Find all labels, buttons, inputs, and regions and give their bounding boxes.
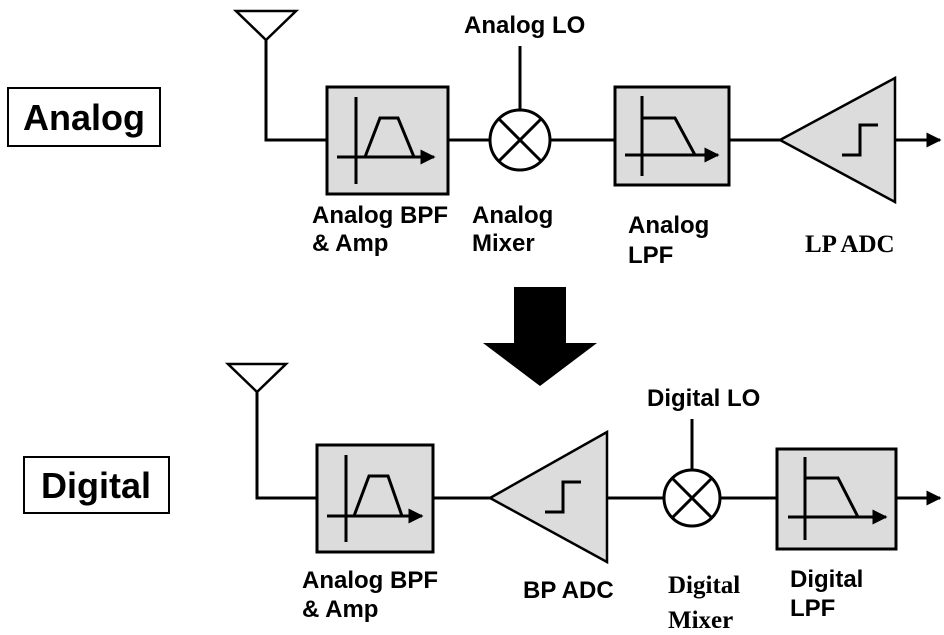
digital-chain: Digital Analog BPF & Amp BP ADC (23, 362, 942, 634)
digital-bp-adc-icon (487, 429, 609, 565)
analog-lpf-label-1: Analog (628, 212, 709, 239)
digital-mixer-icon (662, 468, 722, 528)
analog-lo-label: Analog LO (464, 12, 585, 39)
analog-lp-adc-icon (777, 75, 897, 205)
analog-antenna-icon (232, 9, 326, 142)
analog-chain: Analog Analog BPF & Amp Analog LO (7, 9, 942, 269)
digital-adc-label: BP ADC (523, 577, 614, 604)
analog-bpf-label-2: & Amp (312, 230, 388, 257)
digital-mode-box (23, 456, 170, 514)
digital-mode-label: Digital (23, 456, 170, 514)
analog-mixer-label-1: Analog (472, 202, 553, 229)
analog-mixer-label-2: Mixer (472, 230, 535, 257)
digital-mixer-label-1: Digital (668, 572, 740, 599)
analog-bpf-block (325, 85, 450, 196)
digital-mixer-label-2: Mixer (668, 607, 733, 634)
digital-bpf-block (315, 443, 435, 554)
analog-mixer-icon (488, 108, 552, 172)
digital-lpf-label-1: Digital (790, 566, 863, 593)
bandpass-filter-icon (337, 97, 436, 184)
digital-bpf-label-1: Analog BPF (302, 567, 438, 594)
analog-mode-box (7, 87, 161, 147)
analog-mode-label: Analog (7, 87, 161, 147)
digital-lpf-block (775, 447, 898, 551)
lowpass-filter-icon (788, 457, 888, 540)
digital-antenna-icon (224, 362, 317, 500)
analog-lpf-label-2: LPF (628, 242, 673, 269)
bandpass-filter-icon (327, 455, 424, 542)
digital-mode-text: Digital (41, 465, 151, 506)
analog-mode-text: Analog (23, 97, 145, 138)
analog-adc-label: LP ADC (805, 231, 895, 258)
analog-lpf-block (613, 85, 731, 187)
digital-lo-label: Digital LO (647, 385, 760, 412)
digital-lpf-label-2: LPF (790, 595, 835, 622)
transform-arrow-icon (483, 287, 597, 386)
lowpass-filter-icon (625, 96, 720, 176)
analog-bpf-label-1: Analog BPF (312, 202, 448, 229)
digital-bpf-label-2: & Amp (302, 596, 378, 623)
